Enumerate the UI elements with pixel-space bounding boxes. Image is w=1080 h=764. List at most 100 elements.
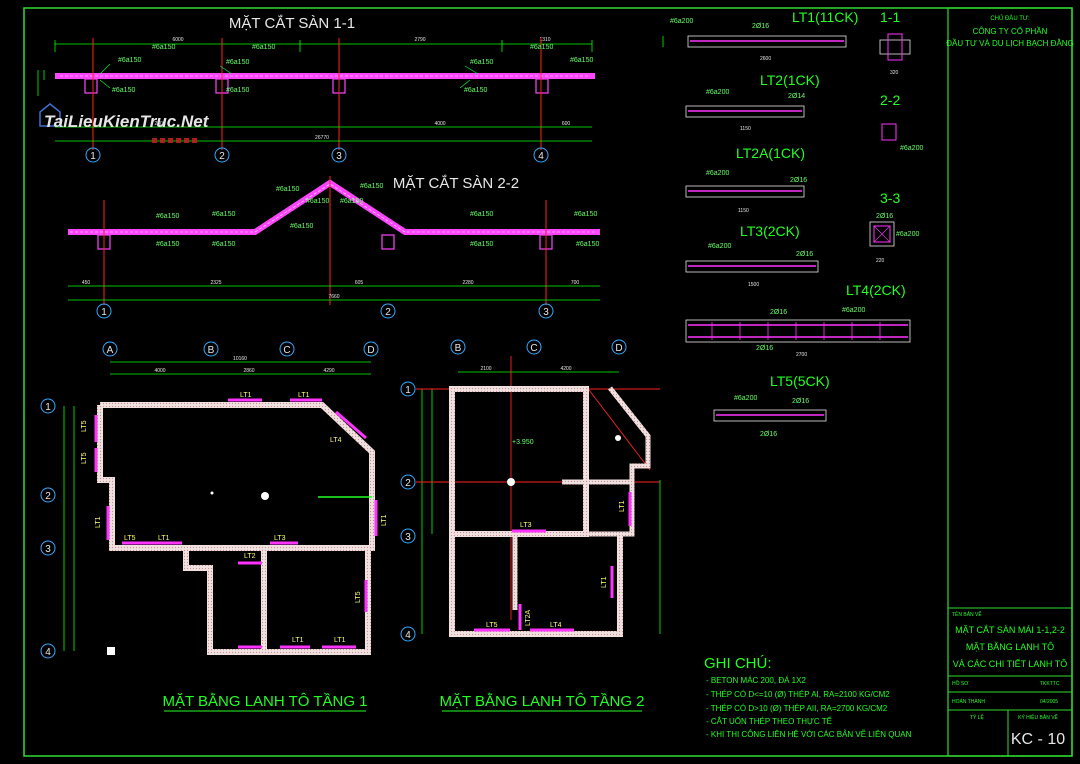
svg-text:LT5: LT5 <box>486 622 498 629</box>
plan1-title: MẶT BẰNG LANH TÔ TẦNG 1 <box>162 692 367 710</box>
svg-text:4: 4 <box>45 647 51 658</box>
svg-text:LT1: LT1 <box>334 637 346 644</box>
plan2-walls <box>449 386 589 537</box>
plan1-lintels <box>94 398 378 649</box>
sec11-rebar-label: #6a150 <box>470 59 493 66</box>
sec22-rebar-label: #6a150 <box>290 223 313 230</box>
svg-text:A: A <box>107 345 114 356</box>
svg-text:2600: 2600 <box>760 56 771 62</box>
svg-text:LT5: LT5 <box>355 591 362 603</box>
sec11-rebar-label: #6a150 <box>252 44 275 51</box>
note-item: - CẮT UỐN THÉP THEO THỰC TẾ <box>706 716 832 726</box>
watermark-text: TaiLieuKienTruc.Net <box>44 112 210 131</box>
svg-text:4200: 4200 <box>560 366 571 372</box>
sec11-rebar-label: #6a150 <box>570 57 593 64</box>
svg-text:3: 3 <box>45 544 51 555</box>
svg-text:2Ø16: 2Ø16 <box>770 309 787 316</box>
plan2-lintels <box>474 492 632 632</box>
sec22-rebar-label: #6a150 <box>470 241 493 248</box>
sec22-rebar-label: #6a150 <box>306 198 329 205</box>
sec22-rebar-label: #6a150 <box>574 211 597 218</box>
svg-text:D: D <box>615 343 622 354</box>
sec11-rebar-label: #6a150 <box>118 57 141 64</box>
sec11-dim-top-1: 6000 <box>172 37 183 43</box>
svg-text:1150: 1150 <box>740 126 751 132</box>
svg-text:2860: 2860 <box>243 368 254 374</box>
svg-text:#6a200: #6a200 <box>896 231 919 238</box>
sec11-dim-total-value: 26770 <box>315 135 329 141</box>
svg-text:2280: 2280 <box>462 280 473 286</box>
svg-text:700: 700 <box>571 280 580 286</box>
detail-1-1-title: 1-1 <box>880 9 900 25</box>
svg-text:2700: 2700 <box>796 352 807 358</box>
svg-text:4: 4 <box>538 151 544 162</box>
svg-text:C: C <box>283 345 290 356</box>
plan2-axis-top: B C D <box>450 339 627 355</box>
detail-lt1-beam <box>687 35 847 48</box>
note-item: - THÉP CÓ D>10 (Ø) THÉP AII, RA=2700 KG/… <box>706 704 888 713</box>
plan1-walls <box>100 402 375 655</box>
svg-text:1: 1 <box>101 307 107 318</box>
sec11-dim-top-3: 1310 <box>539 37 550 43</box>
svg-text:2: 2 <box>385 307 391 318</box>
plan2-elevation: +3.950 <box>512 439 534 446</box>
svg-text:#6a200: #6a200 <box>734 395 757 402</box>
svg-text:LT1: LT1 <box>292 637 304 644</box>
watermark: TaiLieuKienTruc.Net <box>39 103 210 143</box>
svg-text:LT4: LT4 <box>550 622 562 629</box>
svg-text:2Ø16: 2Ø16 <box>876 213 893 220</box>
sec11-rebar-label: #6a150 <box>226 59 249 66</box>
svg-text:2: 2 <box>45 491 51 502</box>
sec22-rebar-label: #6a150 <box>212 211 235 218</box>
plan-floor-2: B C D 2100 4200 1 2 3 4 <box>400 339 661 712</box>
svg-text:#6a200: #6a200 <box>670 18 693 25</box>
sec22-rebar-label: #6a150 <box>340 198 363 205</box>
title-block-frame <box>947 7 1073 757</box>
plan1-axis-top: A B C D <box>102 341 379 357</box>
sec11-rebar-label: #6a150 <box>226 87 249 94</box>
detail-lt2-title: LT2(1CK) <box>760 72 820 88</box>
svg-text:2Ø14: 2Ø14 <box>788 93 805 100</box>
svg-text:3: 3 <box>336 151 342 162</box>
svg-text:LT1: LT1 <box>95 516 102 528</box>
svg-text:LT5: LT5 <box>81 452 88 464</box>
svg-text:LT1: LT1 <box>619 500 626 512</box>
svg-text:10160: 10160 <box>233 356 247 362</box>
owner-name-1: CÔNG TY CỔ PHẦN <box>973 26 1048 36</box>
svg-text:LT5: LT5 <box>124 535 136 542</box>
svg-text:LT3: LT3 <box>520 522 532 529</box>
hoso-value: TKKTTC <box>1040 681 1060 687</box>
sec11-dim-top-2: 2790 <box>414 37 425 43</box>
svg-text:1: 1 <box>405 385 411 396</box>
sec11-dim-mid-2: 4000 <box>434 121 445 127</box>
drawing-name-3: VÀ CÁC CHI TIẾT LANH TÔ <box>953 659 1068 669</box>
svg-text:3: 3 <box>405 532 411 543</box>
svg-text:LT1: LT1 <box>240 392 252 399</box>
svg-text:605: 605 <box>355 280 364 286</box>
svg-text:LT5: LT5 <box>81 420 88 432</box>
drawing-code: KC - 10 <box>1011 731 1065 748</box>
detail-lt5-title: LT5(5CK) <box>770 373 830 389</box>
detail-lt2a-title: LT2A(1CK) <box>736 145 805 161</box>
sec22-axis-bubbles: 1 2 3 <box>96 303 554 319</box>
svg-text:2Ø16: 2Ø16 <box>760 431 777 438</box>
svg-text:2Ø16: 2Ø16 <box>792 398 809 405</box>
svg-text:B: B <box>455 343 462 354</box>
svg-text:B: B <box>208 345 215 356</box>
section-1-1-title: MẶT CẮT SÀN 1-1 <box>229 14 355 32</box>
svg-text:4290: 4290 <box>323 368 334 374</box>
done-value: 04/2005 <box>1040 699 1058 705</box>
svg-text:#6a200: #6a200 <box>842 307 865 314</box>
detail-lt3-title: LT3(2CK) <box>740 223 800 239</box>
plan2-lintel-labels: LT3 LT1 LT1 LT5 LT4 LT2A <box>486 500 626 629</box>
notes-heading: GHI CHÚ: <box>704 655 772 672</box>
plan1-axis-left: 1 2 3 4 <box>40 398 56 659</box>
svg-text:1500: 1500 <box>748 282 759 288</box>
svg-text:LT1: LT1 <box>298 392 310 399</box>
sec22-rebar-label: #6a150 <box>576 241 599 248</box>
plan2-title: MẶT BẰNG LANH TÔ TẦNG 2 <box>439 692 644 710</box>
plan2-axis-left: 1 2 3 4 <box>400 381 416 642</box>
detail-lt1-title: LT1(11CK) <box>792 9 858 25</box>
svg-text:LT2: LT2 <box>244 553 256 560</box>
